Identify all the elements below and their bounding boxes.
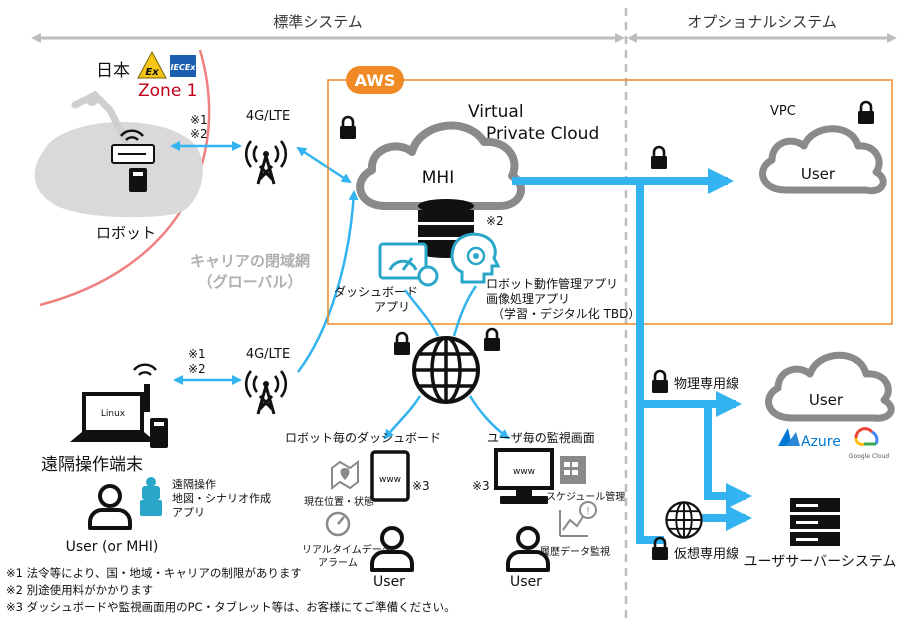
chart-icon: !	[559, 501, 597, 537]
svg-text:www: www	[379, 475, 401, 485]
current-position-label: 現在位置・状態	[304, 495, 374, 508]
tablet-note: ※3	[412, 479, 430, 493]
svg-text:www: www	[513, 467, 535, 477]
monitor-icon: www	[494, 448, 554, 504]
remote-app-robot-icon	[140, 477, 162, 516]
vpc-user-label: User	[801, 165, 836, 183]
lock-icon	[392, 331, 412, 357]
optional-system-label: オプショナルシステム	[687, 13, 837, 31]
google-cloud-logo-icon: Google Cloud	[849, 427, 889, 460]
robot-app-line1: ロボット動作管理アプリ	[486, 276, 618, 291]
server-icon	[790, 498, 840, 546]
robot-dashboard-label: ロボット毎のダッシュボード	[285, 430, 441, 445]
virtual-line-label: 仮想専用線	[674, 546, 739, 562]
country-label: 日本	[96, 61, 130, 81]
robot-icon	[34, 90, 203, 218]
gauge-icon	[325, 511, 351, 537]
vpc-label: VPC	[770, 104, 796, 119]
azure-logo-icon: Azure	[778, 428, 841, 450]
lock-icon	[856, 100, 876, 126]
cell-tower-icon	[244, 369, 288, 416]
lock-icon	[649, 145, 669, 171]
main-cloud-link	[512, 168, 752, 544]
svg-text:!: !	[586, 506, 590, 517]
remote-terminal-label: 遠隔操作端末	[41, 455, 143, 475]
lock-icon	[482, 327, 502, 353]
aws-badge: AWS	[346, 66, 404, 94]
remote-app-line2: 地図・シナリオ作成	[172, 492, 271, 505]
history-label: 履歴データ監視	[540, 545, 610, 558]
note-top-1: ※1	[190, 113, 208, 127]
user-monitor-label: ユーザ毎の監視画面	[487, 430, 595, 445]
robot-app-line3: （学習・デジタル化 TBD）	[492, 306, 640, 321]
lte-bottom-label: 4G/LTE	[246, 347, 290, 362]
monitor-note: ※3	[472, 479, 490, 493]
lock-icon	[338, 115, 358, 141]
robot-app-icon	[450, 232, 501, 284]
handheld-device-icon	[150, 418, 168, 448]
user-mhi-label: User (or MHI)	[66, 539, 159, 555]
section-header: 標準システム オプショナルシステム	[31, 13, 897, 43]
ex-mark-icon: Ex	[137, 50, 167, 79]
aws-region-box	[327, 79, 893, 325]
user-server-label: ユーザサーバーシステム	[744, 554, 897, 570]
vpc-cloud-icon	[759, 125, 887, 195]
note-bottom-1: ※1	[188, 347, 206, 361]
note-bottom-2: ※2	[188, 362, 206, 376]
mhi-label: MHI	[422, 168, 454, 188]
dedicated-line-label: 物理専用線	[674, 376, 739, 392]
standard-system-label: 標準システム	[273, 13, 363, 31]
remote-app-line3: アプリ	[172, 506, 205, 519]
svg-text:Google Cloud: Google Cloud	[849, 453, 889, 460]
svg-text:Azure: Azure	[801, 434, 841, 450]
cloud-user-label: User	[809, 391, 844, 409]
footnote-1: ※1 法令等により、国・地域・キャリアの制限があります	[6, 566, 302, 580]
carrier-label-line2: （グローバル）	[198, 273, 303, 291]
dashboard-app-icon	[378, 242, 439, 287]
robot-label: ロボット	[96, 224, 156, 242]
lte-top-label: 4G/LTE	[246, 109, 290, 124]
user-left-label: User	[373, 574, 405, 590]
lock-icon	[650, 369, 670, 395]
map-pin-icon	[331, 460, 359, 490]
carrier-label-line1: キャリアの閉域網	[190, 252, 310, 270]
iecex-mark-icon: IECEx	[170, 55, 196, 77]
zone-label: Zone 1	[138, 81, 198, 101]
wifi-icon	[133, 363, 157, 376]
db-note: ※2	[486, 214, 504, 228]
realtime-line2: アラーム	[318, 557, 358, 569]
robot-app-line2: 画像処理アプリ	[486, 292, 570, 306]
cell-tower-icon	[244, 139, 288, 186]
svg-text:AWS: AWS	[355, 71, 396, 90]
schedule-label: スケジュール管理	[546, 490, 625, 503]
public-cloud-icon	[765, 351, 895, 422]
dashboard-app-line2: アプリ	[374, 300, 410, 314]
connection-lines-left	[170, 141, 359, 385]
svg-text:Ex: Ex	[145, 67, 159, 78]
dashboard-app-line1: ダッシュボード	[334, 284, 418, 299]
vpc-title-line2: Private Cloud	[486, 124, 599, 144]
svg-text:Linux: Linux	[101, 409, 126, 419]
note-top-2: ※2	[190, 127, 208, 141]
user-icon	[88, 484, 132, 530]
internet-globe-icon	[412, 336, 480, 404]
svg-text:IECEx: IECEx	[171, 63, 197, 72]
virtual-line-globe-icon	[665, 501, 703, 539]
laptop-icon: Linux	[70, 384, 156, 442]
footnote-3: ※3 ダッシュボードや監視画面用のPC・タブレット等は、お客様にてご準備ください…	[6, 600, 456, 614]
remote-app-line1: 遠隔操作	[172, 477, 216, 491]
footnote-2: ※2 別途使用料がかかります	[6, 583, 153, 597]
tablet-icon: www	[370, 450, 410, 502]
calendar-icon	[560, 456, 586, 484]
connection-lines-center	[383, 285, 510, 440]
user-right-label: User	[510, 574, 542, 590]
vpc-title-line1: Virtual	[468, 102, 524, 122]
realtime-line1: リアルタイムデータ	[302, 543, 392, 556]
